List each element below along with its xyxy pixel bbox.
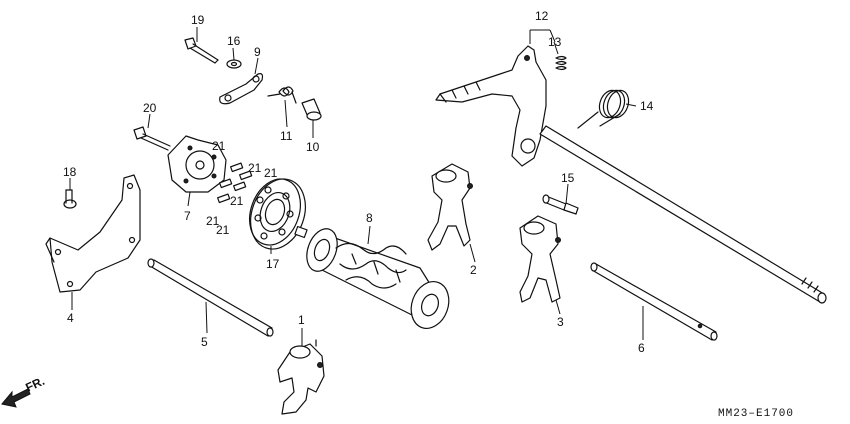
shift-drum-8	[294, 225, 450, 329]
bolt-20	[133, 126, 171, 151]
shift-fork-1	[277, 339, 325, 415]
callout-4: 4	[67, 311, 74, 325]
callout-21a: 21	[212, 139, 226, 153]
callout-7: 7	[184, 209, 191, 223]
leader-lines	[69, 27, 644, 346]
spindle-shaft	[539, 125, 827, 304]
callout-2: 2	[470, 263, 477, 277]
callout-19: 19	[191, 13, 205, 27]
callout-21b: 21	[248, 161, 262, 175]
collar-10	[301, 98, 322, 121]
callout-21e: 21	[206, 214, 220, 228]
shift-fork-2	[427, 163, 473, 251]
callout-12: 12	[535, 9, 549, 23]
spindle-arm-12	[435, 45, 547, 167]
bracket-4	[45, 174, 141, 293]
callout-16: 16	[227, 34, 241, 48]
callout-6: 6	[638, 341, 645, 355]
callout-1: 1	[298, 313, 305, 327]
callout-11: 11	[280, 129, 293, 143]
plate-7	[167, 135, 227, 193]
callout-21f: 21	[216, 223, 230, 237]
callout-5: 5	[201, 335, 208, 349]
bolt-19	[184, 37, 219, 64]
shift-fork-3	[519, 215, 561, 303]
pins-21	[217, 162, 253, 204]
diagram-code: MM23–E1700	[718, 408, 794, 420]
pin-15	[542, 194, 579, 215]
bolt-18	[63, 189, 77, 209]
stopper-arm-9	[219, 73, 264, 105]
callout-8: 8	[366, 211, 373, 225]
callout-9: 9	[254, 45, 261, 59]
fork-shaft-6	[590, 262, 718, 341]
front-direction-arrow-icon	[1, 388, 31, 408]
callout-17: 17	[266, 257, 280, 271]
washer-16	[226, 59, 242, 69]
direction-label: FR.	[23, 374, 46, 395]
callout-10: 10	[306, 140, 320, 154]
callout-15: 15	[561, 171, 575, 185]
bearing-17	[249, 178, 306, 250]
spring-13	[555, 55, 567, 71]
callout-21d: 21	[230, 194, 244, 208]
fork-shaft-5	[147, 258, 274, 337]
callout-14: 14	[640, 99, 654, 113]
spring-14	[577, 89, 630, 129]
callout-18: 18	[63, 165, 77, 179]
callout-21c: 21	[264, 166, 278, 180]
callout-3: 3	[557, 315, 564, 329]
spring-11	[267, 86, 297, 104]
callout-20: 20	[143, 101, 157, 115]
callout-13: 13	[548, 35, 562, 49]
